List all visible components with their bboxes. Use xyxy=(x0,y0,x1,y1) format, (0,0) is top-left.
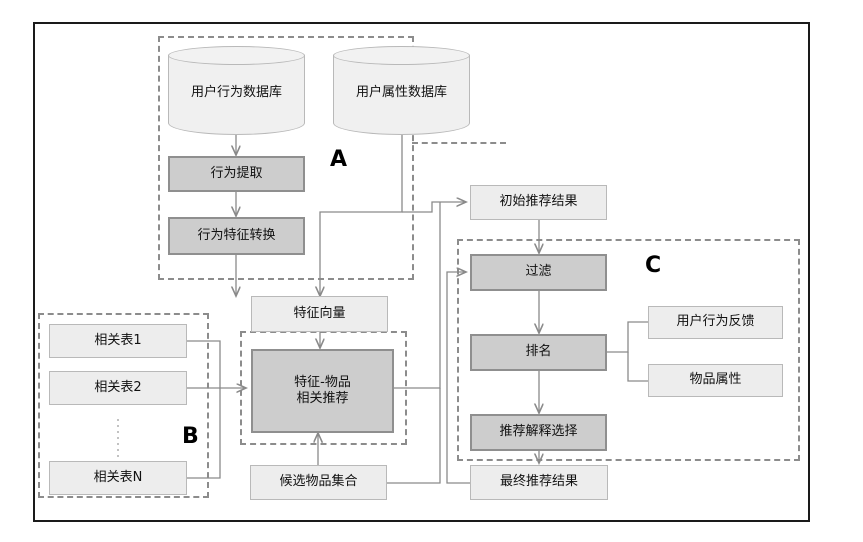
node-user-behavior-db[interactable]: 用户行为数据库 xyxy=(168,46,305,135)
node-label: 用户属性数据库 xyxy=(355,85,447,100)
node-relation-table-1[interactable]: 相关表1 xyxy=(49,324,187,358)
node-item-attribute[interactable]: 物品属性 xyxy=(648,364,783,397)
node-relation-table-2[interactable]: 相关表2 xyxy=(49,371,187,405)
node-user-attr-db[interactable]: 用户属性数据库 xyxy=(333,46,470,135)
cylinder-body xyxy=(168,55,305,135)
node-label: 推荐解释选择 xyxy=(499,424,578,440)
node-label: 排名 xyxy=(525,344,552,360)
node-final-result[interactable]: 最终推荐结果 xyxy=(470,465,608,500)
node-user-behavior-feedback[interactable]: 用户行为反馈 xyxy=(648,306,783,339)
node-label: 初始推荐结果 xyxy=(499,194,578,210)
node-initial-result[interactable]: 初始推荐结果 xyxy=(470,185,607,220)
node-label-line1: 特征-物品 xyxy=(294,374,351,390)
group-box-a-right xyxy=(412,142,506,144)
node-label: 行为特征转换 xyxy=(197,227,276,243)
group-label-b: B xyxy=(182,424,199,449)
node-label: 用户行为反馈 xyxy=(676,314,755,330)
node-label: 相关表1 xyxy=(94,332,142,348)
node-candidate-item-set[interactable]: 候选物品集合 xyxy=(250,465,387,500)
node-behavior-feature-transform[interactable]: 行为特征转换 xyxy=(168,217,305,255)
node-relation-table-n[interactable]: 相关表N xyxy=(49,461,187,495)
node-label: 过滤 xyxy=(525,264,552,280)
node-label: 特征向量 xyxy=(293,305,346,321)
node-feature-vector[interactable]: 特征向量 xyxy=(251,296,388,332)
node-label: 物品属性 xyxy=(689,372,742,388)
node-label: 相关表N xyxy=(93,469,143,485)
node-behavior-extract[interactable]: 行为提取 xyxy=(168,156,305,192)
node-ranking[interactable]: 排名 xyxy=(470,334,607,371)
node-feature-item-recommend[interactable]: 特征-物品 相关推荐 xyxy=(251,349,394,433)
cylinder-body xyxy=(333,55,470,135)
vertical-ellipsis xyxy=(117,419,119,461)
cylinder-top xyxy=(333,46,470,65)
cylinder-top xyxy=(168,46,305,65)
node-filter[interactable]: 过滤 xyxy=(470,254,607,291)
node-explain-select[interactable]: 推荐解释选择 xyxy=(470,414,607,451)
node-label-line2: 相关推荐 xyxy=(296,391,349,406)
node-label: 相关表2 xyxy=(94,379,142,395)
node-label: 行为提取 xyxy=(210,165,263,181)
group-box-a xyxy=(158,36,414,280)
node-label: 最终推荐结果 xyxy=(499,474,578,490)
node-label: 候选物品集合 xyxy=(279,474,358,490)
node-label: 用户行为数据库 xyxy=(190,85,282,100)
group-label-c: C xyxy=(645,253,662,278)
group-label-a: A xyxy=(330,147,348,172)
